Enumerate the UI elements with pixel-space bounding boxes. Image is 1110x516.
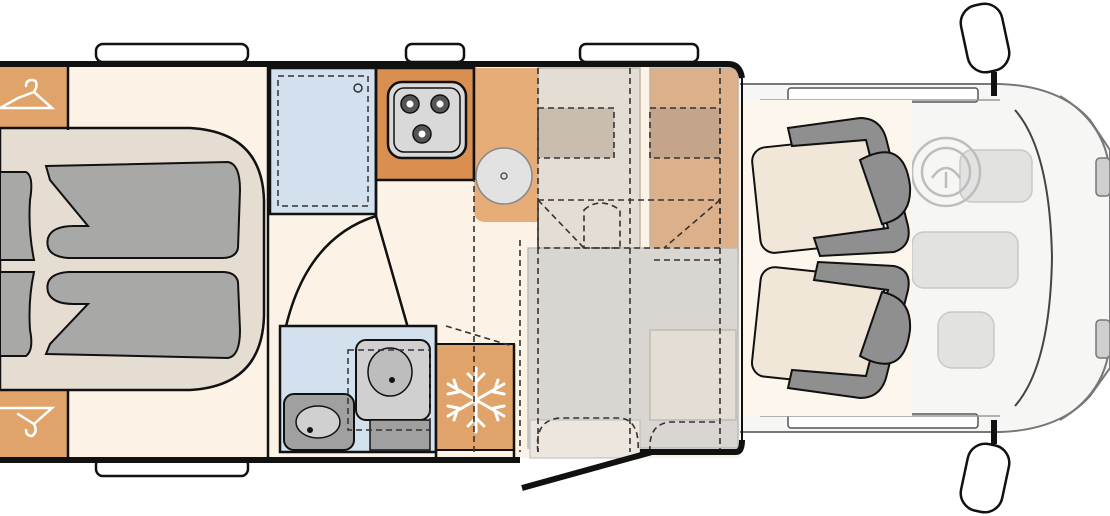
wing-mirrors <box>959 2 1011 514</box>
window-dinette-top <box>578 42 700 64</box>
mirror-bottom <box>959 442 1011 514</box>
mattress-upper <box>44 160 242 259</box>
mirror-top <box>959 2 1011 74</box>
dash-console-bottom <box>937 311 995 369</box>
outer-wall-top <box>0 61 745 79</box>
window-rear-left <box>94 42 250 64</box>
hob-icon <box>386 80 468 160</box>
washroom-door-swing <box>280 214 410 347</box>
refrigerator <box>435 343 515 451</box>
steering-wheel-icon <box>910 136 982 208</box>
bonnet-line-lower <box>1059 355 1109 421</box>
grille <box>1095 157 1110 197</box>
entrance-door <box>521 449 653 491</box>
walls <box>0 61 745 491</box>
rear-wardrobe-top <box>0 64 68 130</box>
grille-lower <box>1095 319 1110 359</box>
kitchen <box>374 66 540 222</box>
windscreen-line <box>1014 109 1054 407</box>
coat-hanger-icon <box>0 406 56 438</box>
shower <box>268 66 378 216</box>
window-kitchen-top <box>404 42 466 64</box>
washroom <box>278 324 438 454</box>
shower-drain-icon <box>353 83 363 93</box>
dash-console-middle <box>911 231 1019 289</box>
driver-seat <box>751 116 912 258</box>
snowflake-icon <box>446 366 506 434</box>
rear-wardrobe-bottom <box>0 390 68 458</box>
passenger-seat <box>750 260 912 400</box>
bonnet-line <box>1059 95 1109 161</box>
pillow-icon <box>0 171 36 261</box>
rear-double-bed <box>0 126 266 392</box>
outer-wall-bottom-front <box>640 439 745 455</box>
coat-hanger-icon <box>0 78 56 110</box>
shower-tray-icon <box>268 66 378 216</box>
dinette <box>445 67 739 459</box>
sink-icon <box>475 147 533 205</box>
mattress-lower <box>44 271 242 360</box>
pillow-icon <box>0 271 36 357</box>
dinette-bench-right <box>649 67 739 265</box>
